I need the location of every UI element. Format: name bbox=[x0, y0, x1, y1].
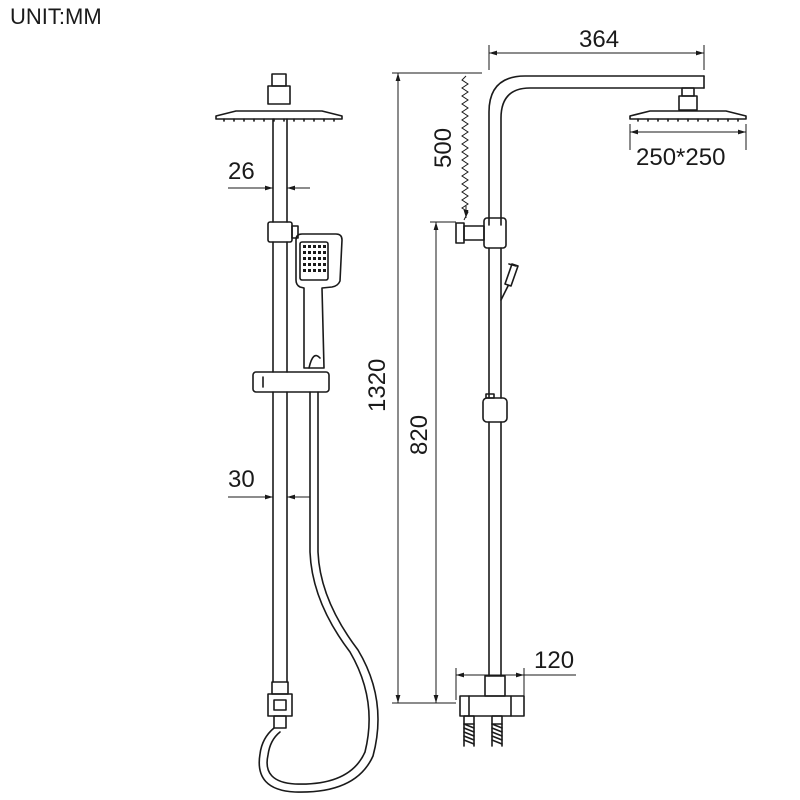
dim-arm-reach: 364 bbox=[579, 26, 620, 53]
side-rain-head bbox=[629, 87, 747, 122]
dim-pipe-upper: 26 bbox=[228, 158, 255, 185]
side-shower-arm bbox=[488, 75, 705, 226]
dim-total-height: 1320 bbox=[364, 358, 391, 412]
front-holder-bracket bbox=[267, 221, 299, 243]
dim-outlet-spacing: 120 bbox=[534, 647, 575, 674]
hand-shower bbox=[295, 233, 343, 369]
unit-label: UNIT:MM bbox=[10, 4, 102, 29]
front-rain-head bbox=[215, 73, 343, 122]
front-outlet bbox=[267, 681, 293, 729]
dim-pipe-lower: 30 bbox=[228, 466, 255, 493]
dimension-lines bbox=[228, 45, 747, 704]
dim-head-size: 250*250 bbox=[636, 144, 726, 171]
side-pipe bbox=[488, 247, 502, 677]
side-hand-shower bbox=[500, 263, 519, 301]
front-upper-pipe bbox=[272, 118, 288, 223]
side-diverter bbox=[455, 217, 507, 249]
dim-slide-height: 820 bbox=[406, 414, 433, 455]
side-mixer-body bbox=[459, 675, 525, 747]
front-slide-holder bbox=[252, 371, 330, 393]
front-lower-pipe bbox=[272, 241, 288, 683]
hand-shower-nozzles bbox=[303, 245, 326, 272]
dim-arm-drop: 500 bbox=[430, 127, 457, 168]
side-slide-holder bbox=[482, 393, 508, 423]
shower-hose bbox=[258, 391, 379, 793]
